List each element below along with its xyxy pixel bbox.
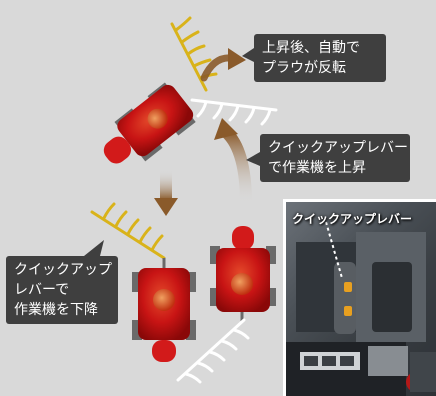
tractor-bottom-left [90, 202, 196, 362]
track-br-a [210, 246, 220, 264]
tractor-top [103, 16, 278, 164]
tractor-bl-seat [153, 289, 175, 311]
track-br-c [210, 288, 220, 306]
plow-white-bottom [176, 318, 250, 384]
callout-lever-raise: クイックアップレバー で作業機を上昇 [260, 134, 410, 182]
quick-up-lever [334, 262, 356, 334]
callout-tail-top [242, 48, 254, 62]
plow-white-top [190, 98, 278, 126]
lever-button-a [344, 282, 352, 292]
photo-pointer-line [325, 221, 343, 279]
track-bl-d [186, 320, 196, 340]
arrow-down-left [154, 170, 178, 216]
tractor-br-seat [231, 273, 253, 295]
track-bl-b [186, 272, 196, 292]
callout-tail-mid [246, 152, 260, 166]
callout-lever-lower: クイックアップ レバーで 作業機を下降 [6, 256, 118, 324]
tractor-bl-hood [152, 340, 176, 362]
track-bl-c [132, 320, 142, 340]
callout-lever-lower-line1: クイックアップ [14, 262, 112, 278]
plow-yellow-bottom [90, 202, 166, 260]
callout-auto-reverse-line1: 上昇後、自動で [262, 40, 360, 56]
callout-lever-lower-line3: 作業機を下降 [14, 302, 98, 318]
callout-lever-raise-line2: で作業機を上昇 [268, 160, 366, 176]
photo-label: クイックアップレバー [292, 212, 413, 226]
lever-photo: クイックアップレバー [283, 199, 436, 396]
callout-auto-reverse: 上昇後、自動で プラウが反転 [254, 34, 386, 82]
callout-tail-left [84, 240, 104, 256]
arrow-curved-right-up [214, 118, 252, 210]
track-br-b [266, 246, 276, 264]
tractor-top-seat [147, 108, 168, 129]
track-br-d [266, 288, 276, 306]
lever-button-b [344, 306, 352, 316]
callout-lever-raise-line1: クイックアップレバー [268, 140, 408, 156]
tractor-top-hood [103, 136, 132, 164]
tractor-bottom-right [176, 226, 276, 384]
plow-yellow-top [170, 16, 218, 92]
arrow-curved-top [200, 48, 246, 82]
tractor-br-hood [232, 226, 254, 250]
track-bl-a [132, 272, 142, 292]
callout-lever-lower-line2: レバーで [14, 282, 70, 298]
callout-auto-reverse-line2: プラウが反転 [262, 60, 346, 76]
lever-photo-illustration [286, 221, 436, 396]
